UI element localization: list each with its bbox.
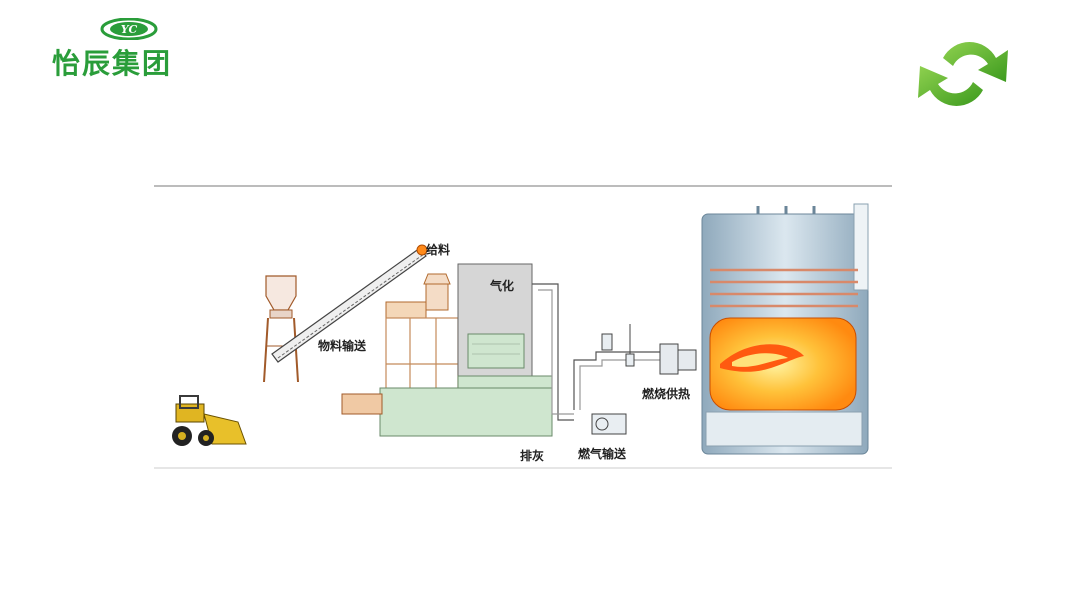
company-logo: YC 怡辰集团 <box>52 18 212 80</box>
logo-mark-text: YC <box>121 23 138 36</box>
gasifier-base <box>379 387 553 437</box>
gasification-process-diagram: 给料 物料输送 气化 排灰 燃气输送 燃烧供热 <box>154 185 892 469</box>
label-combustion-heating: 燃烧供热 <box>642 386 690 401</box>
boiler <box>701 203 869 455</box>
refresh-arrows-icon <box>918 42 1008 106</box>
inclined-conveyor <box>271 244 428 363</box>
feed-hopper <box>263 275 299 383</box>
label-gasification: 气化 <box>489 278 514 293</box>
gas-pipe <box>532 283 674 421</box>
company-name: 怡辰集团 <box>52 47 173 80</box>
gasifier-tower <box>457 263 553 389</box>
label-material-conveying: 物料输送 <box>318 338 367 353</box>
screw-motor <box>341 393 383 415</box>
gas-pump <box>591 324 635 435</box>
label-ash-discharge: 排灰 <box>520 448 544 463</box>
feeder-unit <box>385 273 451 319</box>
label-gas-conveying: 燃气输送 <box>578 446 627 461</box>
label-feed: 给料 <box>426 242 450 257</box>
wheel-loader <box>172 395 247 446</box>
burner <box>659 343 697 375</box>
logo-mark-icon: YC <box>100 18 158 40</box>
